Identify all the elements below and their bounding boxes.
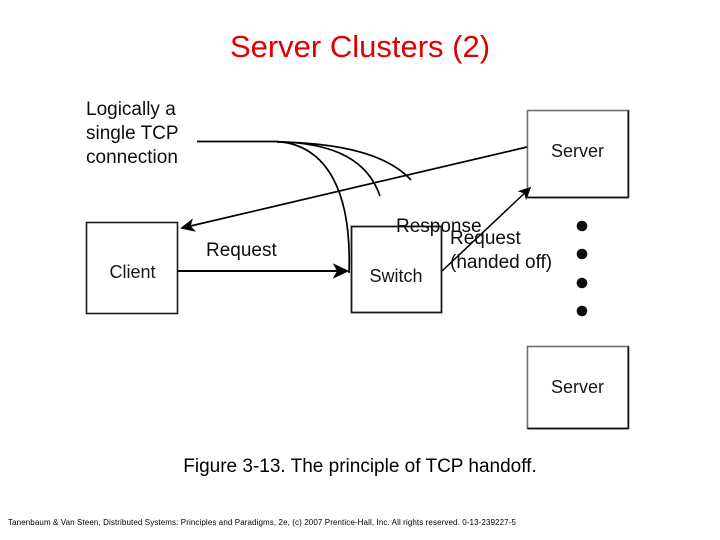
server-ellipsis-dot [576, 305, 588, 317]
page-title: Server Clusters (2) [229, 29, 491, 64]
node-label-server-top: Server [550, 141, 604, 161]
server-ellipsis-dot [576, 220, 588, 232]
node-box-server-top-dark-edge [527, 110, 630, 199]
annotation-handed-off-line-2: (handed off) [450, 252, 553, 273]
annotation-logical-tcp-line-3: connection [86, 147, 178, 168]
copyright-footer: Tanenbaum & Van Steen, Distributed Syste… [8, 518, 517, 527]
handoff-arrow-line [440, 186, 532, 273]
node-box-server-bottom [526, 345, 630, 430]
annotation-handed-off-line-1: Request [450, 228, 521, 249]
logical-tcp-curve-long [276, 140, 351, 274]
logical-tcp-curve-short [276, 141, 412, 181]
annotation-logical-tcp-line-2: single TCP [86, 123, 179, 144]
figure-image: Logically a single TCP connection Respon… [60, 85, 700, 445]
node-label-switch: Switch [369, 266, 423, 286]
node-box-switch [350, 225, 443, 314]
node-label-client: Client [109, 262, 156, 282]
annotation-request-handed-off: Request (handed off) [450, 227, 552, 275]
node-box-client [85, 221, 179, 315]
annotation-response: Response [396, 216, 482, 237]
node-box-server-bottom-dark-edge [527, 346, 630, 430]
annotation-logical-tcp-line-1: Logically a [86, 99, 176, 120]
annotation-logical-tcp-connection: Logically a single TCP connection [86, 98, 179, 170]
response-arrow-line [180, 146, 528, 232]
server-ellipsis-dot [576, 277, 588, 289]
logical-tcp-curve-medium [276, 140, 381, 197]
diagram-graphics [85, 109, 630, 430]
node-label-server-bottom: Server [550, 377, 604, 397]
figure-caption: Figure 3-13. The principle of TCP handof… [183, 456, 537, 477]
node-box-server-top [526, 109, 630, 199]
server-ellipsis-dot [576, 248, 588, 260]
annotation-request: Request [206, 240, 277, 261]
